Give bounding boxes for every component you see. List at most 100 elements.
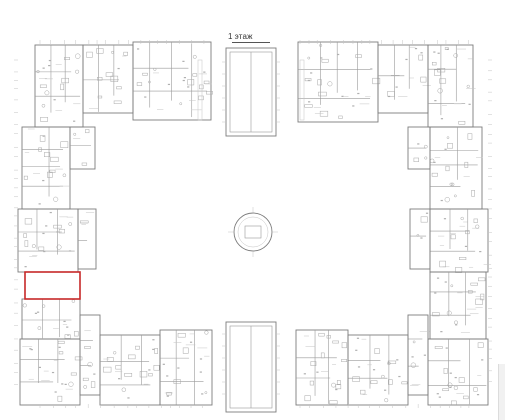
- block-outline: [429, 271, 487, 340]
- furniture-mark: [198, 95, 204, 101]
- sanitary-fixture: [56, 244, 62, 250]
- furniture-mark: [57, 340, 65, 344]
- room-number: [45, 225, 48, 227]
- sanitary-fixture: [41, 103, 46, 108]
- furniture-mark: [478, 277, 486, 282]
- block-outline: [132, 41, 212, 121]
- room-number: [307, 79, 310, 82]
- furniture-mark: [139, 371, 148, 378]
- north-block-outline: [225, 47, 277, 137]
- sanitary-fixture: [179, 102, 183, 106]
- sanitary-fixture: [87, 361, 93, 368]
- side-scroll-tab[interactable]: [498, 364, 505, 420]
- furniture-mark: [61, 77, 69, 84]
- room-number: [34, 312, 38, 314]
- room-number: [384, 389, 387, 391]
- left-wing: [14, 40, 213, 408]
- room-number: [423, 354, 426, 356]
- room-number: [398, 375, 401, 378]
- room-number: [420, 237, 423, 239]
- furniture-mark: [320, 352, 325, 359]
- north-left-column: [197, 59, 203, 121]
- room-number: [36, 311, 40, 313]
- room-number: [68, 250, 72, 252]
- room-number: [136, 48, 140, 50]
- room-number: [356, 337, 360, 339]
- room-number: [144, 96, 147, 98]
- room-number: [203, 71, 206, 73]
- room-number: [148, 369, 151, 371]
- sanitary-fixture: [307, 56, 311, 60]
- sanitary-fixture: [37, 326, 42, 330]
- furniture-mark: [468, 290, 473, 294]
- room-number: [357, 366, 361, 368]
- room-number: [38, 366, 41, 369]
- room-number: [434, 100, 437, 102]
- furniture-mark: [40, 117, 49, 122]
- sanitary-fixture: [475, 224, 480, 229]
- furniture-mark: [401, 381, 408, 385]
- room-number: [455, 324, 458, 326]
- room-number: [152, 339, 155, 341]
- room-number: [440, 199, 443, 202]
- furniture-mark: [39, 84, 47, 88]
- furniture-mark: [309, 380, 314, 386]
- north-block: [197, 47, 305, 137]
- room-number: [437, 52, 440, 54]
- furniture-mark: [97, 77, 103, 81]
- sanitary-fixture: [454, 320, 458, 325]
- room-number: [56, 231, 59, 233]
- furniture-mark: [387, 91, 395, 97]
- sanitary-fixture: [450, 284, 454, 288]
- floor-unit: этаж: [234, 32, 253, 41]
- furniture-mark: [431, 172, 438, 177]
- furniture-mark: [434, 346, 443, 349]
- room-number: [454, 376, 457, 379]
- room-number: [303, 373, 306, 375]
- furniture-mark: [74, 356, 83, 361]
- sanitary-fixture: [113, 351, 117, 355]
- room-number: [433, 161, 436, 163]
- sanitary-fixture: [148, 80, 151, 84]
- room-number: [152, 348, 155, 351]
- block-outline: [77, 208, 97, 270]
- furniture-mark: [49, 169, 56, 173]
- furniture-mark: [74, 331, 79, 337]
- room-number: [481, 359, 484, 361]
- room-number: [395, 86, 398, 88]
- furniture-mark: [64, 334, 71, 339]
- room-number: [166, 375, 169, 377]
- room-number: [310, 72, 313, 74]
- furniture-mark: [124, 373, 133, 377]
- sanitary-fixture: [83, 385, 88, 389]
- furniture-mark: [82, 377, 89, 381]
- furniture-mark: [332, 340, 339, 344]
- furniture-mark: [142, 72, 148, 76]
- room-number: [436, 393, 439, 395]
- block-outline: [21, 126, 71, 210]
- room-number: [444, 148, 447, 150]
- room-number: [372, 369, 376, 371]
- furniture-mark: [84, 346, 91, 349]
- furniture-mark: [341, 359, 347, 362]
- room-number: [51, 371, 55, 374]
- room-number: [425, 212, 429, 214]
- room-number: [48, 64, 51, 67]
- sanitary-fixture: [111, 50, 114, 54]
- sanitary-fixture: [447, 382, 453, 388]
- furniture-mark: [418, 54, 424, 61]
- room-number: [42, 179, 45, 182]
- room-number: [189, 341, 193, 343]
- furniture-mark: [329, 400, 338, 405]
- block-outline: [347, 334, 409, 406]
- room-number: [54, 391, 57, 393]
- block-outline: [69, 126, 96, 170]
- room-number: [66, 326, 69, 328]
- selected-apartment[interactable]: [24, 271, 81, 300]
- sanitary-fixture: [450, 182, 455, 187]
- room-number: [162, 363, 165, 365]
- furniture-mark: [53, 224, 62, 229]
- furniture-mark: [321, 58, 329, 63]
